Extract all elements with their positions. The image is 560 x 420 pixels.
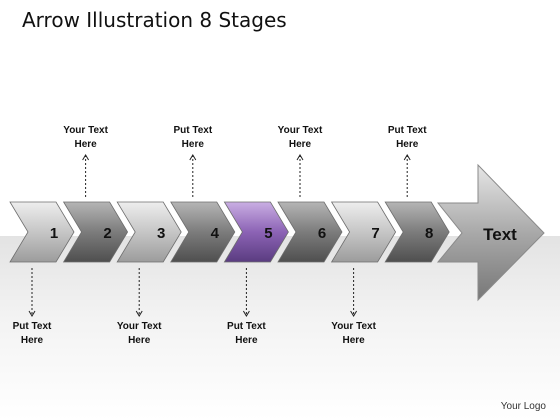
arrowhead-icon <box>82 154 90 161</box>
stage-number: 8 <box>425 225 433 242</box>
label-line-2: Here <box>235 335 258 346</box>
arrowhead-icon <box>135 310 143 317</box>
arrowhead-icon <box>350 310 358 317</box>
chevron-stage-7 <box>330 201 397 263</box>
arrowhead-icon <box>242 310 250 317</box>
label-line-2: Here <box>288 139 312 150</box>
arrowhead-icon <box>28 310 36 317</box>
stage-number: 2 <box>103 225 111 242</box>
label-line-1: Put Text <box>173 125 213 136</box>
stage-number: 1 <box>50 225 58 242</box>
arrowhead-icon <box>189 154 197 161</box>
label-line-1: Put Text <box>227 321 266 332</box>
chevron-stage-5 <box>223 201 289 263</box>
chevron-stage-4 <box>170 201 236 263</box>
label-line-1: Put Text <box>12 321 52 332</box>
stage-number: 3 <box>157 225 165 242</box>
chevron-stages: 1 2 3 4 5 6 7 8 <box>9 201 450 263</box>
label-line-2: Here <box>74 139 97 150</box>
label-line-1: Your Text <box>331 321 376 332</box>
chevron-stage-6 <box>277 201 343 263</box>
chevron-stage-2 <box>62 201 129 263</box>
arrowhead-icon <box>296 154 304 161</box>
page-title: Arrow Illustration 8 Stages <box>22 8 287 32</box>
logo-text: Your Logo <box>500 401 546 412</box>
label-line-1: Your Text <box>277 125 323 136</box>
arrowhead-icon <box>403 154 411 161</box>
stage-number: 5 <box>264 225 272 242</box>
label-line-1: Put Text <box>387 125 427 136</box>
label-line-2: Here <box>342 335 365 346</box>
label-line-2: Here <box>128 335 151 346</box>
label-line-2: Here <box>20 335 44 346</box>
stage-number: 6 <box>318 225 326 242</box>
chevron-stage-1 <box>9 201 75 263</box>
stage-number: 7 <box>371 225 379 242</box>
label-line-1: Your Text <box>116 321 162 332</box>
stage-number: 4 <box>211 225 220 242</box>
label-line-2: Here <box>396 139 419 150</box>
big-arrow-text: Text <box>483 225 517 244</box>
chevron-stage-8 <box>384 201 450 263</box>
connector-lines <box>28 154 411 317</box>
label-line-1: Your Text <box>63 125 108 136</box>
chevron-stage-3 <box>116 201 182 263</box>
background-band <box>0 236 560 420</box>
label-line-2: Here <box>181 139 204 150</box>
big-arrow <box>436 163 545 302</box>
